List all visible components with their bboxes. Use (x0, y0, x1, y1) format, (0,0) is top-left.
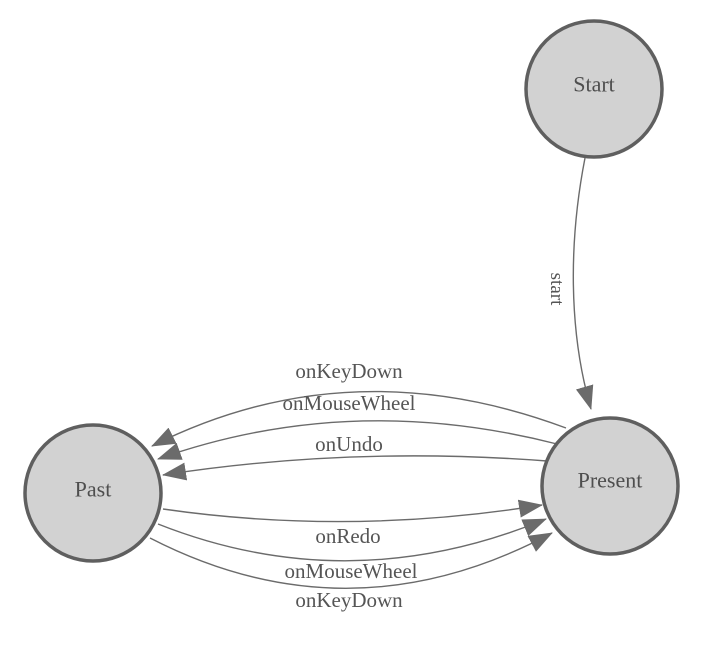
state-circle-past[interactable] (23, 423, 163, 563)
state-label-start: Start (573, 72, 615, 97)
state-label-past: Past (75, 477, 112, 502)
transition-past-to-present-onkeydown: onKeyDown (149, 532, 553, 612)
state-node-start[interactable]: Start (524, 19, 664, 159)
transition-start-to-present: start (546, 157, 594, 410)
transition-present-to-past-onmousewheel: onMouseWheel (157, 391, 558, 460)
transition-present-to-past-onkeydown: onKeyDown (151, 359, 567, 447)
edge-path-onredo (162, 499, 543, 523)
edge-path-start (572, 157, 594, 410)
edge-label-onundo: onUndo (315, 432, 383, 456)
edge-label-start: start (546, 273, 567, 306)
state-node-present[interactable]: Present (540, 416, 680, 556)
transition-past-to-present-onmousewheel: onMouseWheel (157, 518, 547, 583)
edge-path-onundo (162, 455, 548, 481)
edge-label-onredo: onRedo (315, 524, 380, 548)
edge-label-onkeydown-top: onKeyDown (295, 359, 403, 383)
state-circle-present[interactable] (540, 416, 680, 556)
state-label-present: Present (578, 468, 643, 493)
edge-label-onmousewheel-top: onMouseWheel (283, 391, 416, 415)
edge-label-onmousewheel-bottom: onMouseWheel (285, 559, 418, 583)
transition-past-to-present-onredo: onRedo (162, 499, 543, 548)
edge-label-onkeydown-bottom: onKeyDown (295, 588, 403, 612)
transition-present-to-past-onundo: onUndo (162, 432, 548, 481)
state-circle-start[interactable] (524, 19, 664, 159)
edge-path-onmousewheel-top (157, 420, 558, 460)
state-node-past[interactable]: Past (23, 423, 163, 563)
edge-path-onmousewheel-bottom (157, 518, 547, 562)
edge-path-onkeydown-top (151, 390, 567, 447)
edge-path-onkeydown-bottom (149, 532, 553, 589)
